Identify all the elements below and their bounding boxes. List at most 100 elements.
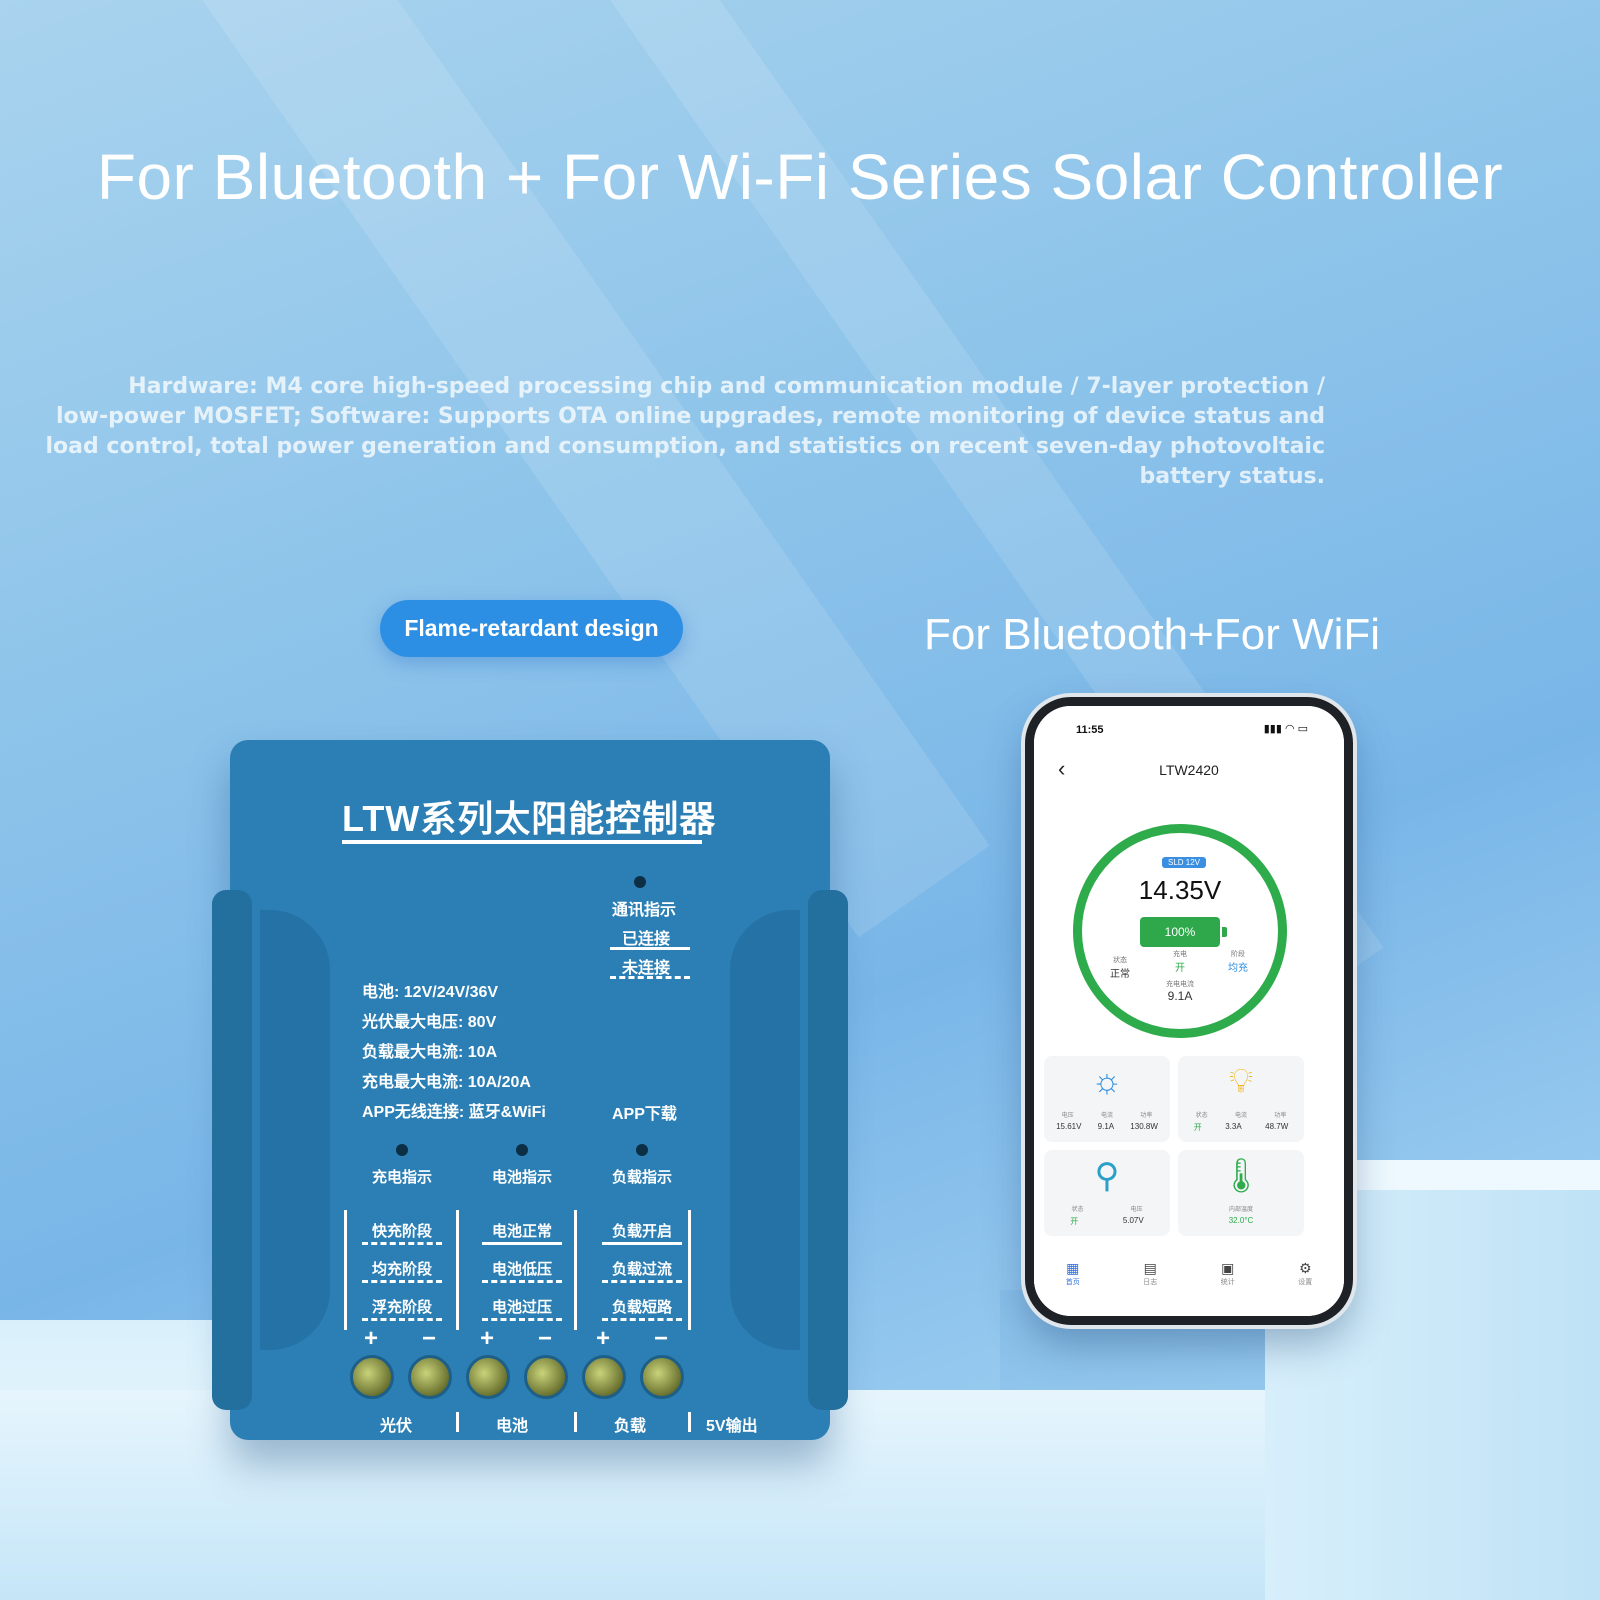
page-title: For Bluetooth + For Wi-Fi Series Solar C… bbox=[96, 141, 1504, 213]
bulb-icon: 💡︎ bbox=[1229, 1062, 1253, 1100]
device-side-rail bbox=[808, 890, 848, 1410]
spec-load-current: 负载最大电流: 10A bbox=[362, 1044, 498, 1061]
card-value: 130.8W bbox=[1130, 1122, 1158, 1131]
card-value: 开 bbox=[1070, 1217, 1079, 1226]
dashed-line bbox=[610, 976, 690, 979]
pv-card[interactable]: ☼ 电压 电流 功率 15.61V 9.1A 130.8W bbox=[1044, 1056, 1170, 1142]
temperature-card[interactable]: 🌡︎ 内部温度 32.0°C bbox=[1178, 1150, 1304, 1236]
charge-current: 9.1A bbox=[1167, 989, 1193, 1003]
stat-value: 均充 bbox=[1228, 963, 1248, 974]
card-label: 电压 bbox=[1130, 1207, 1143, 1213]
tab-log[interactable]: ▤日志 bbox=[1125, 1260, 1175, 1287]
card-label: 电流 bbox=[1234, 1113, 1247, 1119]
load-plus-terminal bbox=[582, 1355, 626, 1399]
tab-home[interactable]: ▦首页 bbox=[1048, 1260, 1098, 1287]
description-line: battery status. bbox=[1139, 464, 1326, 489]
indicator-state: 电池低压 bbox=[491, 1261, 552, 1278]
flame-retardant-badge: Flame-retardant design bbox=[380, 600, 683, 657]
device-notch bbox=[730, 910, 800, 1350]
indicator-title: 电池指示 bbox=[491, 1169, 552, 1186]
card-label: 内部温度 bbox=[1228, 1207, 1253, 1213]
description-line: load control, total power generation and… bbox=[45, 434, 1326, 459]
description-line: Hardware: M4 core high-speed processing … bbox=[128, 374, 1325, 399]
dashed-line bbox=[362, 1318, 442, 1321]
pv-minus-terminal bbox=[408, 1355, 452, 1399]
battery-type-tag: SLD 12V bbox=[1162, 857, 1207, 868]
card-value: 5.07V bbox=[1122, 1216, 1144, 1225]
charge-led bbox=[396, 1144, 408, 1156]
stats-icon: ▣ bbox=[1221, 1260, 1235, 1276]
dashed-line bbox=[482, 1318, 562, 1321]
device-name: LTW系列太阳能控制器 bbox=[342, 798, 717, 839]
plus-sign: + bbox=[363, 1325, 378, 1352]
terminal-label: 5V输出 bbox=[706, 1418, 758, 1435]
stat-label: 状态 bbox=[1113, 957, 1127, 964]
card-label: 状态 bbox=[1071, 1207, 1084, 1213]
indicator-state: 负载短路 bbox=[611, 1299, 672, 1316]
card-value: 9.1A bbox=[1097, 1122, 1115, 1131]
thermometer-icon: 🌡︎ bbox=[1219, 1157, 1263, 1195]
device-name-underline bbox=[342, 840, 702, 844]
indicator-state: 电池正常 bbox=[491, 1223, 552, 1240]
solid-line bbox=[602, 1242, 682, 1245]
tab-label: 统计 bbox=[1220, 1279, 1235, 1286]
card-value: 48.7W bbox=[1265, 1122, 1289, 1131]
description: Hardware: M4 core high-speed processing … bbox=[20, 372, 1326, 492]
plus-sign: + bbox=[595, 1325, 610, 1352]
terminal-label: 负载 bbox=[614, 1418, 647, 1435]
indicator-title: 负载指示 bbox=[611, 1169, 672, 1186]
indicator-state: 负载开启 bbox=[611, 1223, 672, 1240]
divider bbox=[688, 1412, 691, 1432]
home-icon: ▦ bbox=[1066, 1260, 1080, 1276]
tab-settings[interactable]: ⚙设置 bbox=[1280, 1260, 1330, 1287]
tab-label: 设置 bbox=[1298, 1279, 1313, 1286]
device-notch bbox=[260, 910, 330, 1350]
minus-sign: − bbox=[421, 1325, 436, 1352]
plus-sign: + bbox=[479, 1325, 494, 1352]
stat-label: 阶段 bbox=[1231, 951, 1245, 958]
back-icon[interactable]: ‹ bbox=[1058, 756, 1066, 781]
divider bbox=[456, 1210, 459, 1330]
app-title: LTW2420 bbox=[1159, 762, 1219, 778]
card-value: 3.3A bbox=[1225, 1122, 1242, 1131]
minus-sign: − bbox=[537, 1325, 552, 1352]
comm-title: 通讯指示 bbox=[612, 902, 677, 919]
indicator-state: 负载过流 bbox=[611, 1261, 672, 1278]
spec-app-connection: APP无线连接: 蓝牙&WiFi bbox=[362, 1104, 546, 1121]
card-label: 电压 bbox=[1061, 1113, 1074, 1119]
dashed-line bbox=[362, 1242, 442, 1245]
indicator-state: 浮充阶段 bbox=[371, 1299, 432, 1316]
load-minus-terminal bbox=[640, 1355, 684, 1399]
device-side-rail bbox=[212, 890, 252, 1410]
divider bbox=[688, 1210, 691, 1330]
card-label: 电流 bbox=[1100, 1113, 1113, 1119]
status-icons: ▮▮▮ ◠ ▭ bbox=[1263, 723, 1308, 735]
tab-stats[interactable]: ▣ 统计 bbox=[1203, 1260, 1253, 1287]
indicator-state: 均充阶段 bbox=[371, 1261, 432, 1278]
minus-sign: − bbox=[653, 1325, 668, 1352]
battery-icon: 100% bbox=[1140, 917, 1220, 947]
app-download-label: APP下载 bbox=[612, 1106, 677, 1123]
card-label: 功率 bbox=[1274, 1113, 1287, 1119]
spec-charge-current: 充电最大电流: 10A/20A bbox=[362, 1074, 531, 1091]
terminal-label: 电池 bbox=[496, 1418, 529, 1435]
tab-bar: ▦首页 ▤日志 ▣ 统计 ⚙设置 bbox=[1034, 1252, 1344, 1316]
card-value: 15.61V bbox=[1056, 1122, 1082, 1131]
comm-connected: 已连接 bbox=[622, 931, 671, 948]
charge-current-label: 充电电流 bbox=[1166, 981, 1194, 988]
indicator-state: 电池过压 bbox=[491, 1299, 552, 1316]
spec-pv-voltage: 光伏最大电压: 80V bbox=[362, 1014, 497, 1031]
card-value: 32.0°C bbox=[1228, 1216, 1254, 1225]
tab-label: 日志 bbox=[1143, 1279, 1158, 1286]
solid-line bbox=[610, 947, 690, 950]
dashed-line bbox=[482, 1280, 562, 1283]
card-label: 功率 bbox=[1140, 1113, 1153, 1119]
dashed-line bbox=[602, 1280, 682, 1283]
dashed-line bbox=[362, 1280, 442, 1283]
pv-plus-terminal bbox=[350, 1355, 394, 1399]
sun-icon: ☼ bbox=[1091, 1062, 1123, 1100]
comm-disconnected: 未连接 bbox=[622, 960, 671, 977]
status-time: 11:55 bbox=[1076, 724, 1104, 736]
